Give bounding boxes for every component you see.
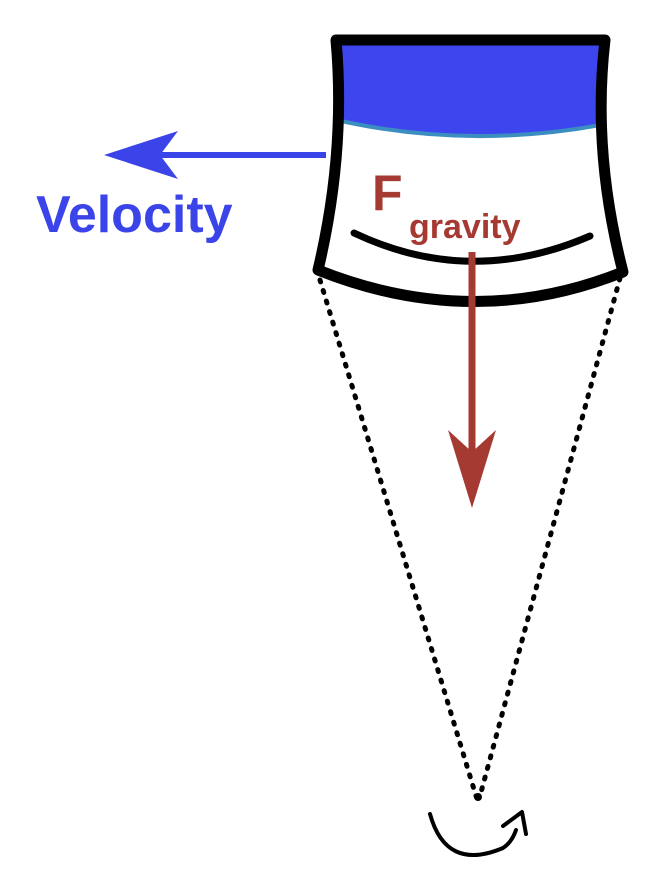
force-symbol: F [372, 165, 403, 221]
pivot-point [474, 793, 482, 801]
left-string [317, 277, 479, 799]
water [330, 40, 612, 137]
velocity-label: Velocity [36, 186, 233, 244]
bucket-body [312, 34, 629, 307]
gravity-force-label: F gravity [372, 165, 521, 246]
water-surface-line [335, 118, 607, 139]
gravity-arrow-head [448, 430, 496, 508]
rotation-arrow-icon [428, 810, 528, 857]
right-string [477, 275, 623, 799]
velocity-arrow-head [104, 131, 178, 179]
force-subscript: gravity [409, 208, 521, 246]
